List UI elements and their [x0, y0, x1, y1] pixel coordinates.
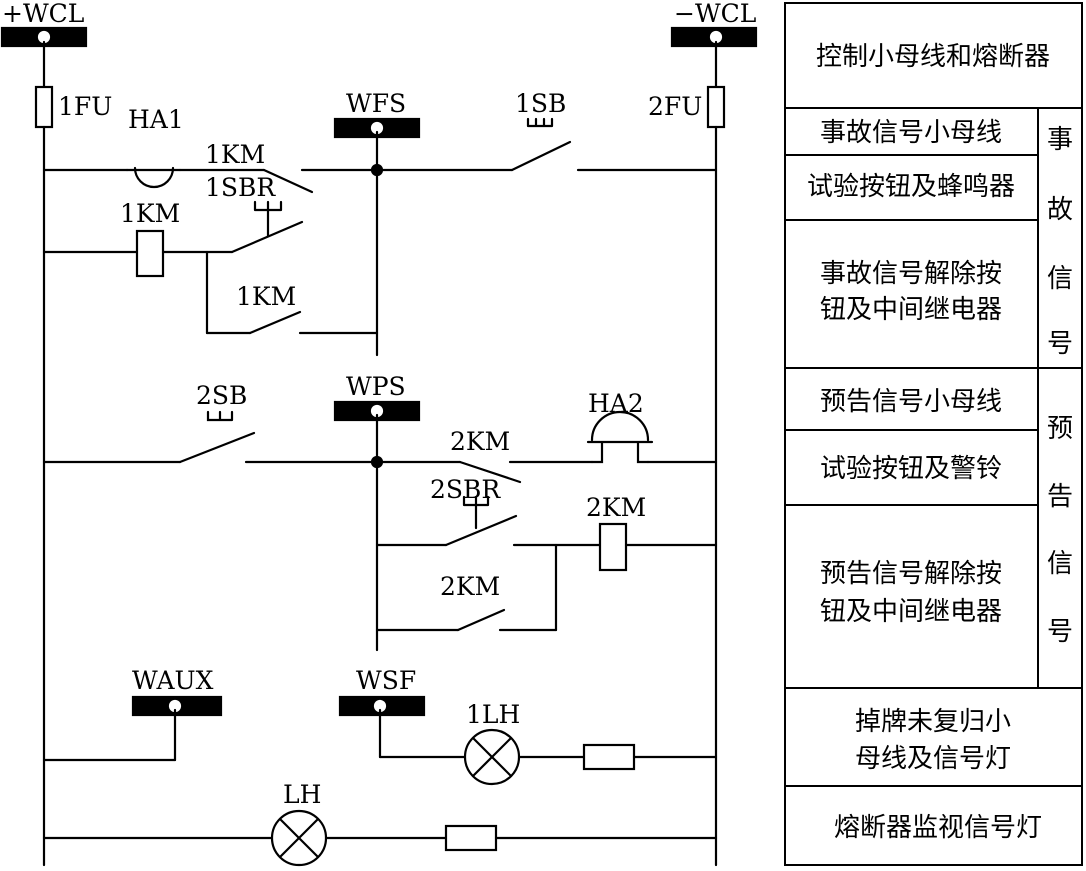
label-neg-bus: −WCL: [674, 0, 756, 28]
label-2fu: 2FU: [648, 92, 702, 121]
relay-coil-2km: [598, 522, 628, 572]
legend-row-4a: 事故信号解除按: [820, 259, 1002, 289]
label-pos-bus: +WCL: [2, 0, 84, 28]
fuse-1fu: [34, 85, 54, 129]
test-button-2sb-contact: [178, 431, 256, 464]
label-1km-top: 1KM: [205, 140, 265, 169]
positive-bus: [0, 26, 88, 48]
km1-nc-contact: [262, 168, 314, 194]
legend-group-2-char-4: 号: [1047, 617, 1073, 647]
label-1km-hold: 1KM: [236, 282, 296, 311]
bell-ha2: [586, 410, 654, 464]
fuse-monitor-lamp-lh: [270, 809, 328, 867]
test-button-2sb-head: [206, 410, 234, 422]
reset-button-1sbr-contact: [230, 220, 304, 254]
buzzer-ha1: [125, 166, 182, 189]
label-1lh: 1LH: [466, 700, 520, 729]
legend-group-1-char-3: 信: [1047, 264, 1073, 294]
legend-group-1-char-1: 事: [1047, 125, 1073, 155]
legend-row-6: 试验按钮及警铃: [820, 454, 1002, 484]
legend-row-5: 预告信号小母线: [820, 387, 1002, 417]
label-2km-top: 2KM: [450, 427, 510, 456]
label-1km-coil: 1KM: [120, 199, 180, 228]
waux-bus: [131, 695, 223, 717]
test-button-1sb-head: [526, 117, 554, 128]
legend-row-7b: 钮及中间继电器: [820, 597, 1002, 627]
label-ha2: HA2: [588, 389, 644, 418]
legend-group-2-char-2: 告: [1047, 482, 1073, 512]
label-2km-coil: 2KM: [586, 493, 646, 522]
km1-no-hold-contact: [248, 310, 302, 335]
fuse-2fu: [706, 85, 726, 129]
legend-row-2: 事故信号小母线: [820, 118, 1002, 148]
km2-nc-contact: [458, 460, 522, 484]
legend-row-8a: 掉牌未复归小: [855, 707, 1011, 737]
resistor-1lh: [582, 743, 636, 771]
label-ha1: HA1: [128, 105, 184, 134]
legend-row-3: 试验按钮及蜂鸣器: [807, 172, 1015, 202]
label-2sbr: 2SBR: [430, 475, 501, 504]
wps-bus: [333, 400, 421, 422]
label-wps: WPS: [346, 372, 406, 401]
reset-button-2sbr-head: [462, 495, 490, 530]
test-button-1sb-contact: [510, 140, 572, 172]
label-waux: WAUX: [132, 666, 214, 695]
reset-button-2sbr-contact: [444, 514, 518, 547]
label-1fu: 1FU: [58, 92, 112, 121]
label-lh: LH: [283, 780, 321, 809]
label-wsf: WSF: [356, 666, 416, 695]
wfs-bus: [333, 117, 421, 139]
resistor-lh: [444, 824, 498, 852]
label-2km-hold: 2KM: [440, 572, 500, 601]
legend-row-1: 控制小母线和熔断器: [816, 42, 1050, 72]
legend-row-7a: 预告信号解除按: [820, 559, 1002, 589]
legend-row-8b: 母线及信号灯: [855, 744, 1011, 774]
legend-table: [784, 2, 1083, 866]
legend-group-2-char-3: 信: [1047, 549, 1073, 579]
junction-wps: [370, 455, 384, 469]
reset-button-1sbr-head: [253, 200, 283, 238]
legend-row-4b: 钮及中间继电器: [820, 295, 1002, 325]
label-1sb: 1SB: [515, 89, 566, 118]
legend-group-2-char-1: 预: [1047, 414, 1073, 444]
label-2sb: 2SB: [196, 381, 247, 410]
legend-group-1-char-4: 号: [1047, 329, 1073, 359]
label-wfs: WFS: [346, 89, 406, 118]
label-1sbr: 1SBR: [205, 173, 276, 202]
km2-no-hold-contact: [456, 608, 506, 632]
legend-row-9: 熔断器监视信号灯: [834, 813, 1042, 843]
negative-bus: [670, 26, 758, 48]
junction-wfs: [370, 163, 384, 177]
wsf-bus: [338, 695, 426, 717]
signal-lamp-1lh: [463, 728, 521, 786]
legend-group-1-char-2: 故: [1047, 195, 1073, 225]
relay-coil-1km: [135, 229, 165, 278]
